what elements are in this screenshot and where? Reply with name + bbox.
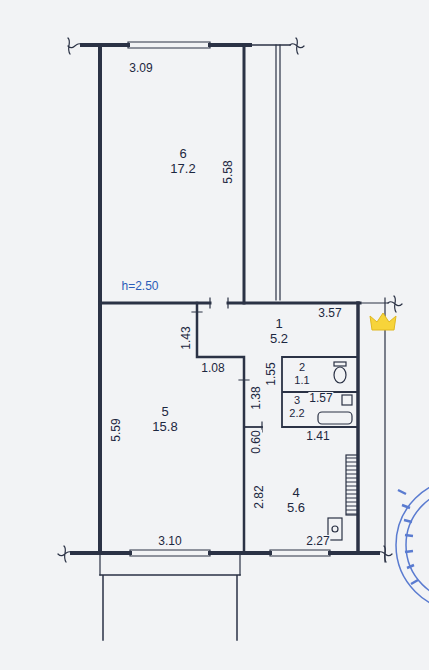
dimension-label: h=2.50: [120, 280, 159, 292]
dimension-label: 1.41: [305, 430, 330, 442]
crown-icon: [370, 313, 396, 330]
walls: [58, 38, 402, 640]
room-area-value: 1.1: [294, 374, 309, 387]
room-area-value: 2.2: [289, 407, 304, 420]
room-number: 1: [275, 317, 282, 332]
dimension-label: 1.08: [200, 362, 225, 374]
room-area: 21.1: [282, 357, 355, 392]
room-area-value: 17.2: [170, 162, 195, 177]
fixtures: [318, 362, 358, 540]
dimension-label: 1.55: [265, 361, 277, 386]
room-number: 4: [292, 486, 299, 501]
stamp: [396, 479, 429, 611]
room-number: 3: [294, 394, 300, 407]
room-area-value: 5.6: [287, 501, 305, 516]
dimension-label: 5.58: [222, 159, 234, 184]
dimension-label: 0.60: [250, 429, 262, 454]
room-number: 6: [179, 147, 186, 162]
dimension-label: 1.43: [180, 325, 192, 350]
dimension-label: 3.10: [157, 535, 182, 547]
dimension-label: 3.57: [317, 307, 342, 319]
dimension-label: 5.59: [110, 417, 122, 442]
dimension-label: 2.27: [305, 535, 330, 547]
dimension-label: 2.82: [253, 484, 265, 509]
dimension-label: 3.09: [128, 62, 153, 74]
dimension-label: 1.38: [250, 385, 262, 410]
room-area-value: 15.8: [152, 420, 177, 435]
room-number: 5: [161, 405, 168, 420]
room-area: 515.8: [103, 305, 244, 553]
dimension-label: 1.57: [308, 392, 333, 404]
room-number: 2: [299, 361, 305, 374]
room-area-value: 5.2: [270, 332, 288, 347]
